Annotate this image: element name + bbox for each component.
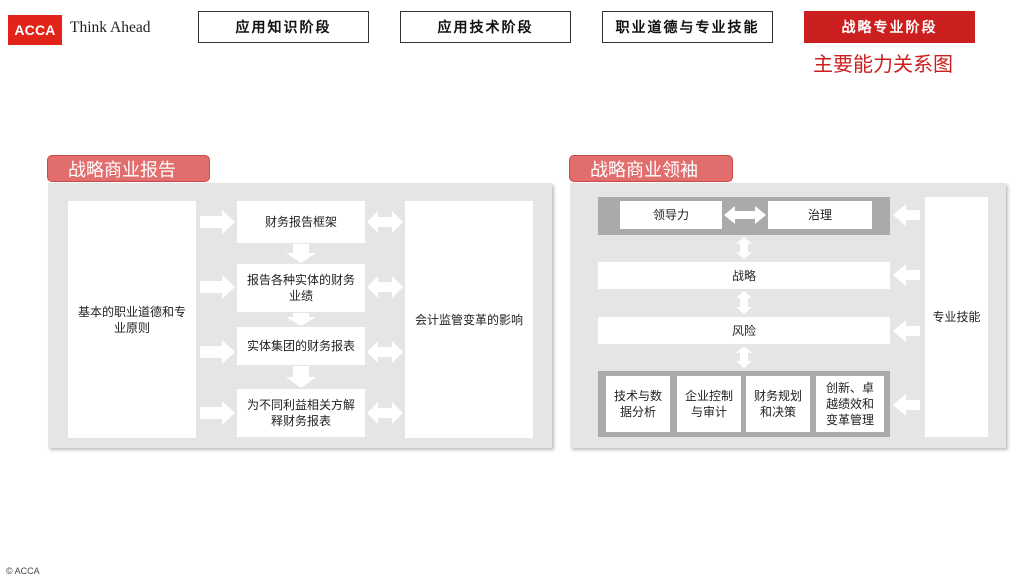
sbr-arrow-4 <box>200 401 235 425</box>
sbl-finance-planning-box: 财务规划和决策 <box>746 376 810 432</box>
tagline: Think Ahead <box>70 19 151 36</box>
sbr-framework-box: 财务报告框架 <box>237 201 365 243</box>
stage-applied-skills-button[interactable]: 应用技术阶段 <box>400 11 571 43</box>
sbr-double-arrow-3 <box>367 341 403 363</box>
sbl-professional-skills-box: 专业技能 <box>925 197 988 437</box>
sbr-arrow-3 <box>200 340 235 364</box>
sbr-entity-performance-box: 报告各种实体的财务业绩 <box>237 264 365 312</box>
sbr-group-statements-box: 实体集团的财务报表 <box>237 327 365 365</box>
sbr-ethics-principles-box: 基本的职业道德和专业原则 <box>68 201 196 438</box>
sbr-double-arrow-1 <box>367 211 403 233</box>
sbr-arrow-2 <box>200 275 235 299</box>
sbl-vertical-arrow-2 <box>736 291 752 314</box>
sbl-left-arrow-4 <box>893 394 920 416</box>
sbl-double-arrow-top <box>724 206 766 224</box>
stage-applied-knowledge-button[interactable]: 应用知识阶段 <box>198 11 369 43</box>
sbr-double-arrow-2 <box>367 276 403 298</box>
sbl-risk-box: 风险 <box>598 317 890 344</box>
page-subtitle: 主要能力关系图 <box>813 52 953 76</box>
sbr-regulatory-change-box: 会计监管变革的影响 <box>405 201 533 438</box>
stage-strategic-professional-button[interactable]: 战略专业阶段 <box>804 11 975 43</box>
sbr-down-arrow-1 <box>286 244 316 263</box>
sbl-vertical-arrow-1 <box>736 237 752 259</box>
footer-copyright: © ACCA <box>6 566 40 576</box>
sbr-arrow-1 <box>200 210 235 234</box>
sbr-double-arrow-4 <box>367 402 403 424</box>
sbl-governance-box: 治理 <box>768 201 872 229</box>
acca-logo[interactable]: ACCA <box>8 15 62 45</box>
sbr-panel-title: 战略商业报告 <box>47 155 210 182</box>
sbl-left-arrow-1 <box>893 204 920 226</box>
sbl-tech-data-box: 技术与数据分析 <box>606 376 670 432</box>
sbl-panel-title: 战略商业领袖 <box>569 155 733 182</box>
sbl-vertical-arrow-3 <box>736 346 752 368</box>
stage-ethics-skills-button[interactable]: 职业道德与专业技能 <box>602 11 773 43</box>
sbl-left-arrow-3 <box>893 320 920 342</box>
sbr-interpret-statements-box: 为不同利益相关方解释财务报表 <box>237 389 365 437</box>
sbl-control-audit-box: 企业控制与审计 <box>677 376 741 432</box>
sbl-innovation-box: 创新、卓越绩效和变革管理 <box>816 376 884 432</box>
sbl-left-arrow-2 <box>893 264 920 286</box>
sbr-down-arrow-2 <box>286 313 316 326</box>
sbl-strategy-box: 战略 <box>598 262 890 289</box>
sbr-down-arrow-3 <box>286 366 316 388</box>
sbl-leadership-box: 领导力 <box>620 201 722 229</box>
